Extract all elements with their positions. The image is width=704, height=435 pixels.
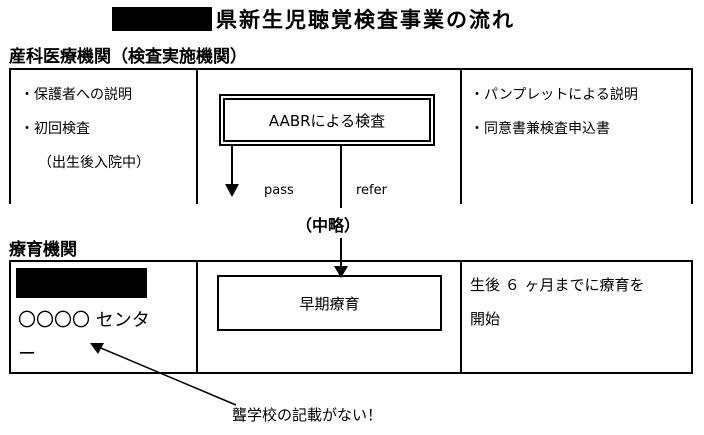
top-panel-divider-right	[460, 68, 462, 204]
bottom-right-text-line1: 生後 ６ ヶ月までに療育を	[470, 276, 645, 294]
top-section-heading: 産科医療機関（検査実施機関）	[9, 47, 247, 67]
diagram-title: 県新生児聴覚検査事業の流れ	[112, 4, 515, 34]
top-panel-top-border	[9, 68, 693, 70]
pass-arrow-head	[225, 184, 239, 197]
annotation-arrow-line	[95, 345, 237, 406]
bottom-panel-top-border	[9, 260, 693, 262]
top-panel-divider-left	[196, 68, 198, 204]
early-intervention-box: 早期療育	[217, 275, 442, 331]
bottom-panel-right-border	[691, 260, 693, 374]
top-left-item-1: ・保護者への説明	[20, 87, 132, 103]
bottom-right-text-line2: 開始	[470, 310, 501, 328]
top-panel-right-border	[691, 68, 693, 204]
top-left-item-2: ・初回検査	[20, 121, 90, 137]
early-intervention-label: 早期療育	[299, 294, 360, 313]
aabr-box-outer	[219, 94, 435, 146]
top-right-item-1: ・パンプレットによる説明	[470, 87, 638, 103]
top-panel	[9, 68, 693, 204]
bottom-left-text-line2: ー	[18, 344, 36, 365]
bottom-panel-divider-right	[460, 260, 462, 374]
top-panel-left-border	[9, 68, 11, 204]
aabr-box: AABRによる検査	[223, 98, 431, 142]
bottom-panel-bottom-border	[9, 372, 693, 374]
bottom-left-text-line1: 〇〇〇〇 センタ	[18, 310, 150, 331]
bottom-panel	[9, 260, 693, 374]
bottom-panel-left-border	[9, 260, 11, 374]
top-right-item-2: ・同意書兼検査申込書	[470, 121, 610, 137]
bottom-section-heading: 療育機関	[9, 240, 77, 260]
pass-label: pass	[264, 183, 294, 198]
annotation-arrow-head	[90, 343, 104, 354]
refer-label: refer	[356, 183, 387, 198]
redacted-block	[16, 268, 147, 298]
title-text: 県新生児聴覚検査事業の流れ	[216, 8, 515, 32]
top-left-item-3: （出生後入院中）	[38, 155, 150, 171]
middle-label: （中略）	[296, 216, 361, 235]
redacted-block	[112, 7, 212, 31]
aabr-box-label: AABRによる検査	[268, 111, 386, 130]
bottom-panel-divider-left	[196, 260, 198, 374]
refer-arrow-head	[334, 266, 348, 278]
annotation-text: 聾学校の記載がない！	[232, 406, 383, 424]
